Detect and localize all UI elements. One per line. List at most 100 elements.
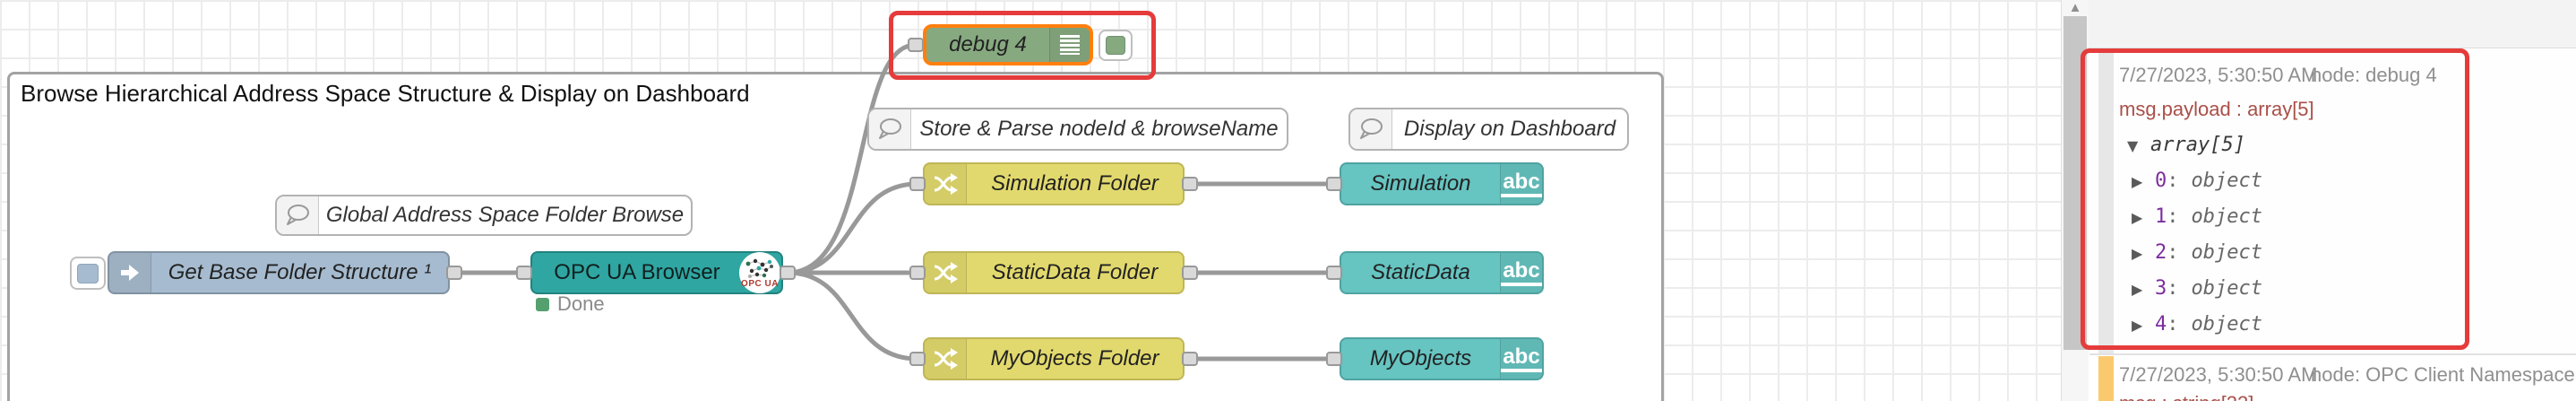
message-node-name: node: OPC Client Namespace Brow xyxy=(2311,363,2576,386)
debug-toggle-button[interactable] xyxy=(1098,30,1133,61)
port-browser-in[interactable] xyxy=(516,266,532,280)
tree-key: 4 xyxy=(2155,313,2167,336)
node-label: Simulation xyxy=(1370,171,1471,196)
uitext-node-staticdata[interactable]: StaticData abc xyxy=(1340,251,1544,294)
port-switch2-in[interactable] xyxy=(909,266,926,280)
wire[interactable] xyxy=(785,181,920,275)
node-label: Get Base Folder Structure ¹ xyxy=(168,260,432,284)
switch-icon xyxy=(925,253,967,292)
wire-layer xyxy=(452,42,1337,362)
wire[interactable] xyxy=(785,270,920,362)
node-label: MyObjects Folder xyxy=(990,346,1159,370)
caret-right-icon[interactable]: ▶ xyxy=(2132,245,2143,262)
tree-key: 3 xyxy=(2155,277,2167,300)
abc-text-icon: abc xyxy=(1500,339,1542,379)
wire[interactable] xyxy=(785,42,918,275)
inject-button-fill xyxy=(77,263,99,283)
tree-row[interactable]: ▶ 2: object xyxy=(2132,241,2262,264)
tree-row[interactable]: ▶ 1: object xyxy=(2132,205,2262,228)
port-inject-out[interactable] xyxy=(446,266,462,280)
message-timestamp: 7/27/2023, 5:30:50 AM xyxy=(2119,64,2318,86)
caret-right-icon[interactable]: ▶ xyxy=(2132,317,2143,334)
message-node-name: node: debug 4 xyxy=(2311,64,2437,86)
port-switch1-in[interactable] xyxy=(909,177,926,191)
tree-key: 1 xyxy=(2155,205,2167,228)
comment-bubble-icon xyxy=(1350,109,1392,149)
comment-label: Global Address Space Folder Browse xyxy=(325,203,685,227)
caret-right-icon[interactable]: ▶ xyxy=(2132,281,2143,298)
abc-glyph: abc xyxy=(1501,345,1542,372)
port-text3-in[interactable] xyxy=(1326,352,1342,366)
debug-list-icon xyxy=(1049,28,1090,62)
node-label: Simulation Folder xyxy=(991,171,1159,196)
comment-bubble-icon xyxy=(277,196,319,234)
tree-row[interactable]: ▶4:object xyxy=(2132,313,2262,336)
port-switch1-out[interactable] xyxy=(1182,177,1198,191)
comment-label: Store & Parse nodeId & browseName xyxy=(919,117,1279,141)
switch-node-myobjects[interactable]: MyObjects Folder xyxy=(923,337,1185,380)
status-text: Done xyxy=(557,292,605,315)
debug-message[interactable]: 7/27/2023, 5:30:50 AM node: OPC Client N… xyxy=(2089,356,2576,401)
group-label: Browse Hierarchical Address Space Struct… xyxy=(21,80,750,107)
tree-row-root[interactable]: ▼ array[5] xyxy=(2127,134,2245,156)
sidebar-top-spacer xyxy=(2089,0,2576,48)
tree-value: object xyxy=(2191,170,2262,192)
port-browser-out[interactable] xyxy=(780,266,796,280)
tree-row[interactable]: ▶3:object xyxy=(2132,277,2262,300)
port-switch3-out[interactable] xyxy=(1182,352,1198,366)
tree-separator: : xyxy=(2167,313,2179,336)
port-switch2-out[interactable] xyxy=(1182,266,1198,280)
message-gutter xyxy=(2098,356,2114,401)
abc-glyph: abc xyxy=(1501,170,1542,197)
tree-value: object xyxy=(2191,277,2262,300)
opcua-badge-label: OPC UA xyxy=(741,279,779,289)
switch-node-staticdata[interactable]: StaticData Folder xyxy=(923,251,1185,294)
comment-node-display-dashboard[interactable]: Display on Dashboard xyxy=(1348,108,1629,151)
scrollbar-thumb[interactable] xyxy=(2063,16,2087,350)
comment-label: Display on Dashboard xyxy=(1403,117,1616,141)
message-path: msg.payload : array[5] xyxy=(2119,98,2314,120)
uitext-node-simulation[interactable]: Simulation abc xyxy=(1340,162,1544,205)
message-timestamp: 7/27/2023, 5:30:50 AM xyxy=(2119,363,2318,386)
inject-button[interactable] xyxy=(70,257,106,290)
port-switch3-in[interactable] xyxy=(909,352,926,366)
node-label: MyObjects xyxy=(1369,346,1472,370)
tree-separator: : xyxy=(2167,170,2179,192)
caret-down-icon[interactable]: ▼ xyxy=(2127,137,2139,154)
node-label: OPC UA Browser xyxy=(554,260,720,284)
abc-glyph: abc xyxy=(1501,259,1542,286)
comment-node-store-parse[interactable]: Store & Parse nodeId & browseName xyxy=(867,108,1288,151)
debug-message[interactable]: 7/27/2023, 5:30:50 AM node: debug 4 msg.… xyxy=(2089,49,2576,355)
status-dot-icon xyxy=(536,297,549,311)
switch-node-simulation[interactable]: Simulation Folder xyxy=(923,162,1185,205)
debug-node[interactable]: debug 4 xyxy=(923,24,1093,65)
tree-key: 2 xyxy=(2155,241,2167,264)
switch-icon xyxy=(925,164,967,204)
debug-toggle-fill xyxy=(1106,36,1125,55)
scrollbar-up-icon[interactable]: ▲ xyxy=(2068,0,2082,15)
inject-node[interactable]: Get Base Folder Structure ¹ xyxy=(108,251,450,294)
opcua-browser-node[interactable]: OPC UA Browser OPC UA xyxy=(530,251,783,294)
tree-root-label: array[5] xyxy=(2150,134,2245,156)
tree-separator: : xyxy=(2167,205,2179,228)
port-text1-in[interactable] xyxy=(1326,177,1342,191)
uitext-node-myobjects[interactable]: MyObjects abc xyxy=(1340,337,1544,380)
abc-text-icon: abc xyxy=(1500,164,1542,204)
node-status: Done xyxy=(536,292,605,316)
tree-value: object xyxy=(2191,241,2262,264)
node-label: debug 4 xyxy=(949,32,1027,57)
tree-row[interactable]: ▶ 0: object xyxy=(2132,170,2262,192)
tree-value: object xyxy=(2191,205,2262,228)
port-debug-in[interactable] xyxy=(908,38,924,52)
debug-sidebar: ▲ 7/27/2023, 5:30:50 AM node: debug 4 ms… xyxy=(2061,0,2576,401)
opcua-logo-icon: OPC UA xyxy=(739,252,780,293)
caret-right-icon[interactable]: ▶ xyxy=(2132,209,2143,226)
tree-key: 0 xyxy=(2155,170,2167,192)
port-text2-in[interactable] xyxy=(1326,266,1342,280)
tree-separator: : xyxy=(2167,241,2179,264)
node-label: StaticData Folder xyxy=(991,260,1159,284)
comment-node-global[interactable]: Global Address Space Folder Browse xyxy=(275,195,693,236)
message-path: msg : string[22] xyxy=(2119,392,2253,401)
caret-right-icon[interactable]: ▶ xyxy=(2132,173,2143,190)
